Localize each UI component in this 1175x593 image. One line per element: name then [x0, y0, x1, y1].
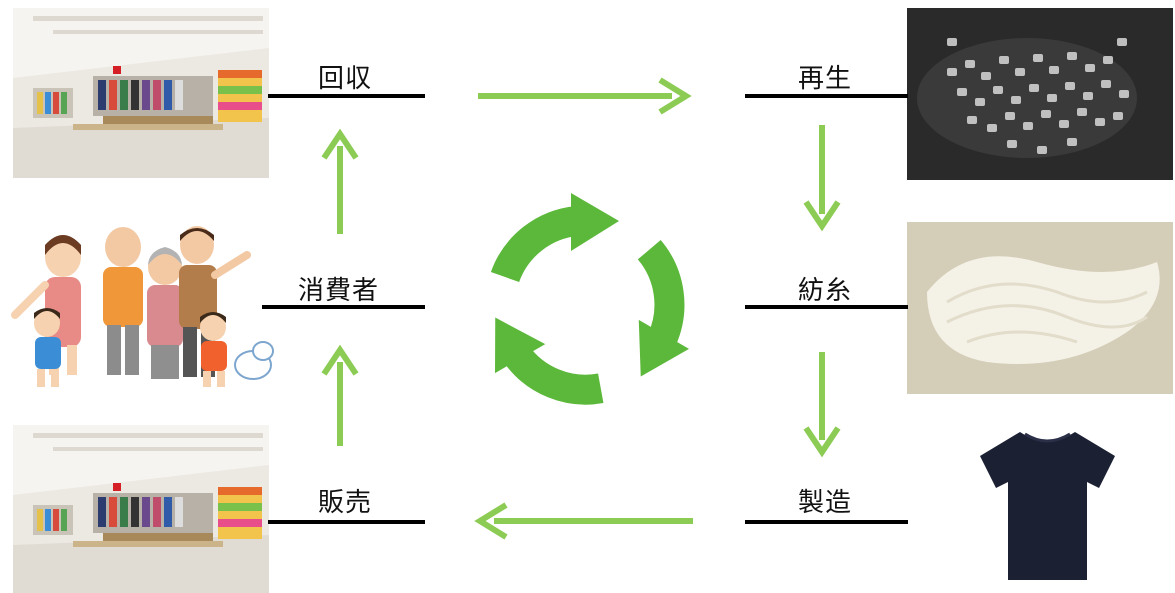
arrow-up-icon	[321, 344, 359, 446]
label-manufacturing: 製造	[798, 488, 853, 518]
recycle-cycle-icon	[490, 193, 689, 405]
underline-spinning	[745, 305, 908, 309]
label-consumer: 消費者	[298, 276, 380, 306]
underline-consumer	[262, 305, 425, 309]
label-recycling: 再生	[798, 64, 853, 94]
label-collection: 回収	[318, 64, 373, 94]
family-illustration	[5, 215, 280, 395]
arrow-left-icon	[474, 502, 693, 540]
underline-recycling	[745, 94, 908, 98]
arrow-right-icon	[478, 77, 692, 115]
store-photo-top	[13, 8, 269, 178]
arrow-down-icon	[803, 125, 841, 232]
label-spinning: 紡糸	[798, 276, 853, 306]
yarn-photo	[907, 222, 1173, 394]
pellets-photo	[907, 8, 1173, 180]
underline-collection	[268, 94, 425, 98]
store-photo-bottom	[13, 425, 269, 593]
arrow-up-icon	[321, 128, 359, 234]
tshirt-photo	[975, 428, 1120, 586]
label-sales: 販売	[318, 488, 373, 518]
underline-manufacturing	[745, 520, 908, 524]
underline-sales	[268, 520, 425, 524]
arrow-down-icon	[803, 352, 841, 458]
